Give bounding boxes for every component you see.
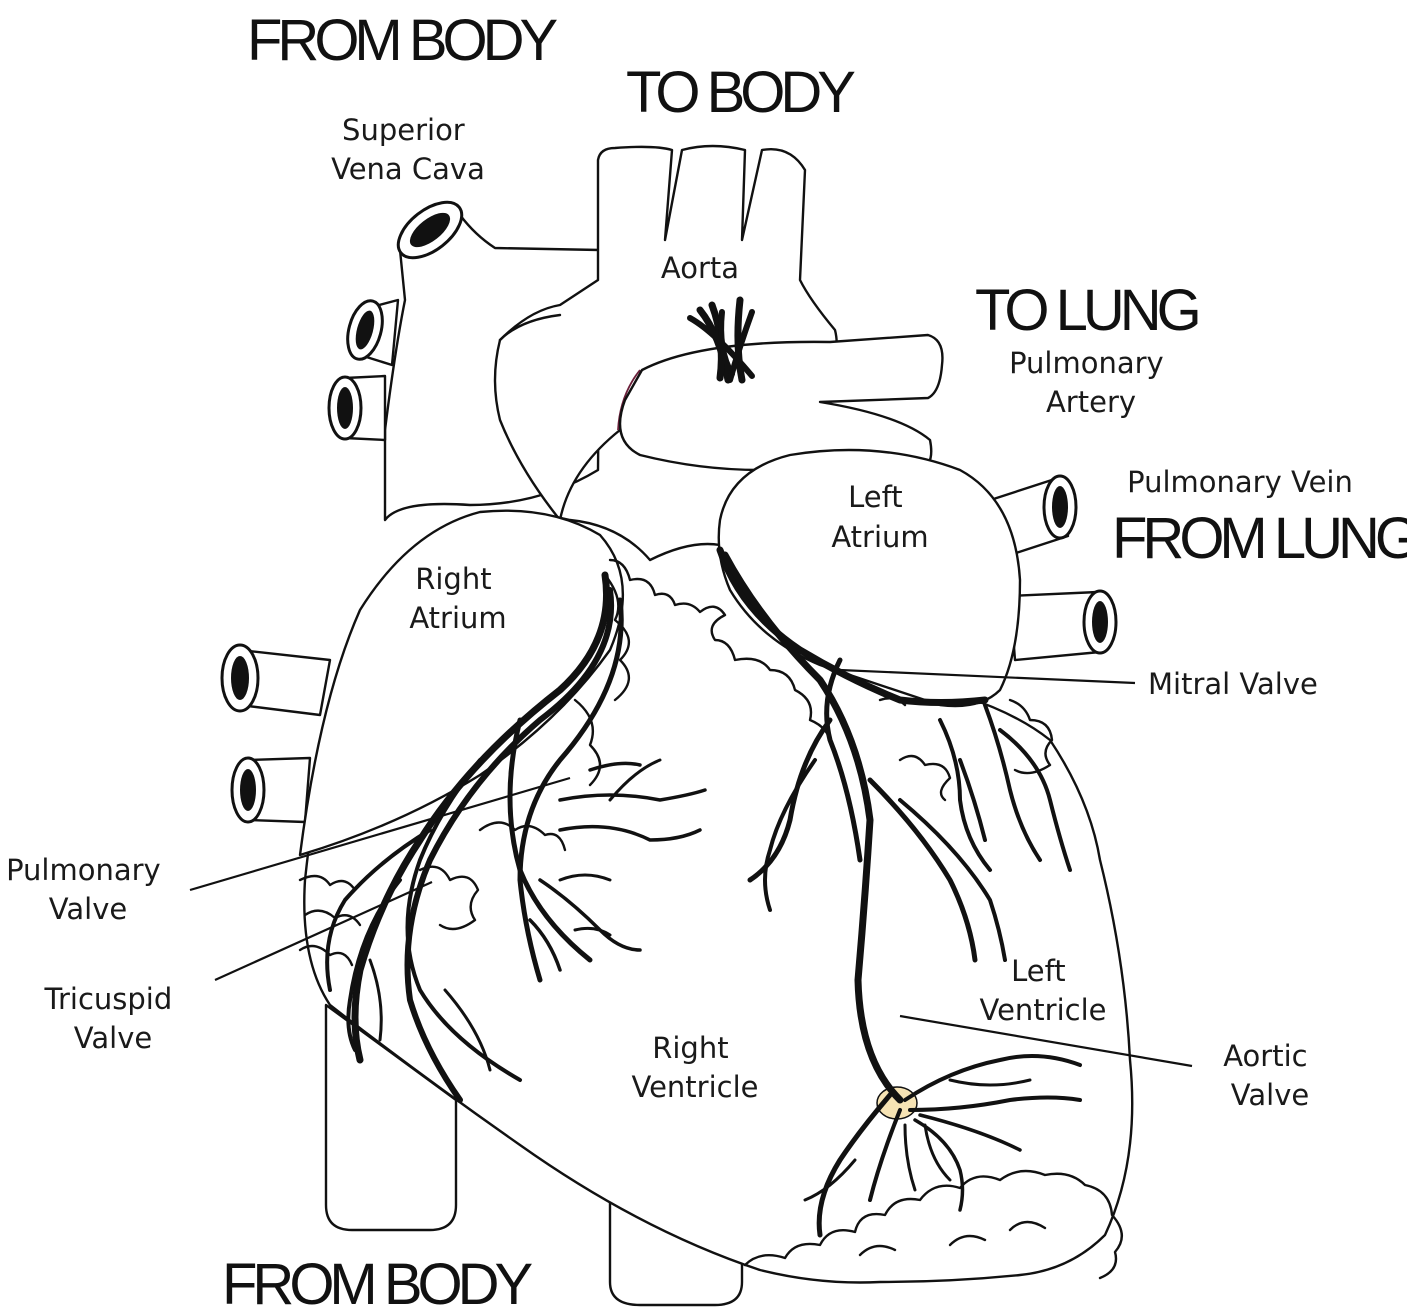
- pulmonary-artery-label: Pulmonary Artery: [1009, 346, 1173, 419]
- flow-label-from-lung: FROM LUNG: [1112, 506, 1407, 571]
- tricuspid-valve-label: Tricuspid Valve: [44, 982, 182, 1055]
- flow-label-to-lung: TO LUNG: [975, 278, 1198, 343]
- superior-vena-cava-label: Superior Vena Cava: [331, 113, 485, 186]
- aorta-label: Aorta: [661, 251, 739, 285]
- aortic-valve-label: Aortic Valve: [1223, 1039, 1317, 1112]
- mitral-valve-label: Mitral Valve: [1148, 667, 1318, 701]
- flow-label-from-body-bottom: FROM BODY: [222, 1252, 533, 1315]
- flow-label-to-body: TO BODY: [626, 60, 855, 125]
- pulmonary-vein-label: Pulmonary Vein: [1127, 465, 1353, 499]
- pulmonary-valve-label: Pulmonary Valve: [6, 853, 170, 926]
- flow-label-from-body-top: FROM BODY: [247, 8, 558, 73]
